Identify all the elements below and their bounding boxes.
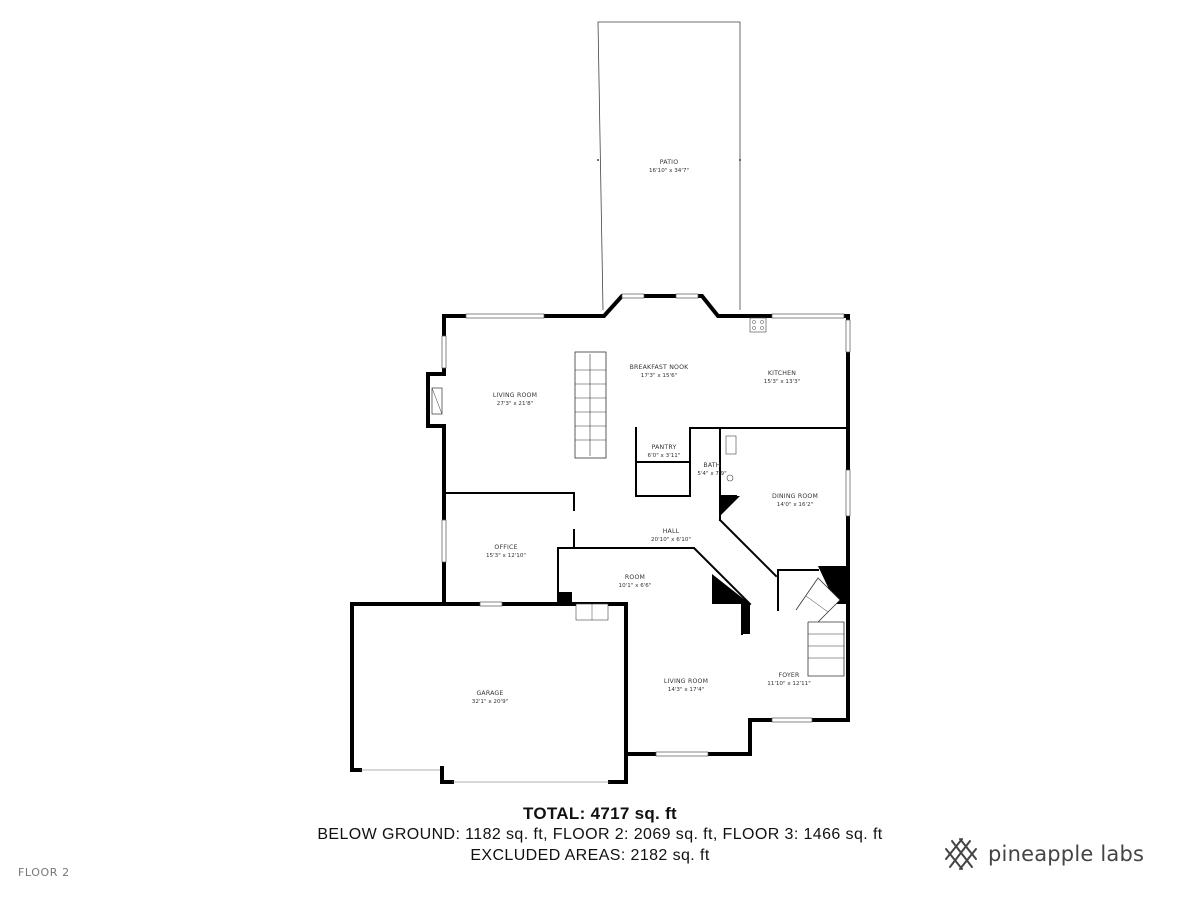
room-label-living-room-2: LIVING ROOM 14'3" x 17'4" bbox=[664, 678, 708, 693]
room-label-garage: GARAGE 32'1" x 20'9" bbox=[472, 690, 509, 705]
total-area: TOTAL: 4717 sq. ft bbox=[0, 804, 1200, 824]
svg-text:PATIO: PATIO bbox=[660, 159, 679, 166]
brand-name: pineapple labs bbox=[988, 842, 1145, 866]
room-label-office: OFFICE 15'3" x 12'10" bbox=[486, 544, 526, 559]
floor-label: FLOOR 2 bbox=[18, 866, 70, 879]
svg-text:BATH: BATH bbox=[703, 462, 720, 469]
total-value: 4717 sq. ft bbox=[590, 804, 678, 823]
svg-text:BREAKFAST NOOK: BREAKFAST NOOK bbox=[630, 364, 690, 371]
svg-text:15'3" x 12'10": 15'3" x 12'10" bbox=[486, 553, 526, 559]
room-label-hall: HALL 20'10" x 6'10" bbox=[651, 528, 691, 543]
room-label-kitchen: KITCHEN 15'3" x 13'3" bbox=[764, 370, 801, 385]
fireplace bbox=[431, 387, 443, 415]
svg-text:32'1" x 20'9": 32'1" x 20'9" bbox=[472, 699, 509, 705]
svg-text:LIVING ROOM: LIVING ROOM bbox=[664, 678, 708, 685]
svg-text:11'10" x 12'11": 11'10" x 12'11" bbox=[767, 681, 811, 687]
svg-text:14'0" x 16'2": 14'0" x 16'2" bbox=[777, 502, 814, 508]
room-label-patio: PATIO 16'10" x 34'7" bbox=[649, 159, 689, 174]
floor-plan: PATIO 16'10" x 34'7" LIVING ROOM 27'3" x… bbox=[350, 21, 851, 784]
door-openings bbox=[360, 603, 610, 783]
svg-text:6'0" x 3'11": 6'0" x 3'11" bbox=[648, 453, 681, 459]
svg-text:16'10" x 34'7": 16'10" x 34'7" bbox=[649, 168, 689, 174]
svg-text:17'3" x 15'6": 17'3" x 15'6" bbox=[641, 373, 678, 379]
svg-text:GARAGE: GARAGE bbox=[476, 690, 503, 697]
svg-text:HALL: HALL bbox=[663, 528, 680, 535]
patio-outline bbox=[597, 21, 741, 311]
room-label-breakfast-nook: BREAKFAST NOOK 17'3" x 15'6" bbox=[630, 364, 690, 379]
solid-wall-blocks bbox=[558, 496, 848, 634]
svg-text:ROOM: ROOM bbox=[625, 574, 645, 581]
svg-text:20'10" x 6'10": 20'10" x 6'10" bbox=[651, 537, 691, 543]
svg-text:27'3" x 21'8": 27'3" x 21'8" bbox=[497, 401, 534, 407]
svg-text:10'1" x 6'6": 10'1" x 6'6" bbox=[619, 583, 652, 589]
room-label-foyer: FOYER 11'10" x 12'11" bbox=[767, 672, 811, 687]
windows bbox=[441, 293, 851, 757]
pineapple-labs-logo-icon bbox=[945, 838, 977, 870]
svg-text:PANTRY: PANTRY bbox=[652, 444, 677, 451]
svg-text:5'4" x 7'9": 5'4" x 7'9" bbox=[697, 471, 727, 477]
total-label: TOTAL: bbox=[522, 804, 586, 823]
room-label-pantry: PANTRY 6'0" x 3'11" bbox=[648, 444, 681, 459]
area-breakdown: BELOW GROUND: 1182 sq. ft, FLOOR 2: 2069… bbox=[317, 826, 883, 843]
staircase-upper bbox=[574, 351, 607, 459]
fixtures bbox=[725, 317, 767, 482]
svg-text:FOYER: FOYER bbox=[778, 672, 800, 679]
room-label-bath: BATH 5'4" x 7'9" bbox=[697, 462, 727, 477]
svg-text:OFFICE: OFFICE bbox=[494, 544, 517, 551]
room-label-room: ROOM 10'1" x 6'6" bbox=[619, 574, 652, 589]
excluded-areas: EXCLUDED AREAS: 2182 sq. ft bbox=[470, 847, 710, 864]
svg-text:15'3" x 13'3": 15'3" x 13'3" bbox=[764, 379, 801, 385]
svg-text:LIVING ROOM: LIVING ROOM bbox=[493, 392, 537, 399]
staircase-foyer bbox=[795, 577, 845, 677]
svg-text:KITCHEN: KITCHEN bbox=[768, 370, 796, 377]
room-label-living-room: LIVING ROOM 27'3" x 21'8" bbox=[493, 392, 537, 407]
svg-text:DINING ROOM: DINING ROOM bbox=[772, 493, 818, 500]
svg-text:14'3" x 17'4": 14'3" x 17'4" bbox=[668, 687, 705, 693]
room-label-dining-room: DINING ROOM 14'0" x 16'2" bbox=[772, 493, 818, 508]
brand-logo: pineapple labs bbox=[942, 832, 1144, 876]
